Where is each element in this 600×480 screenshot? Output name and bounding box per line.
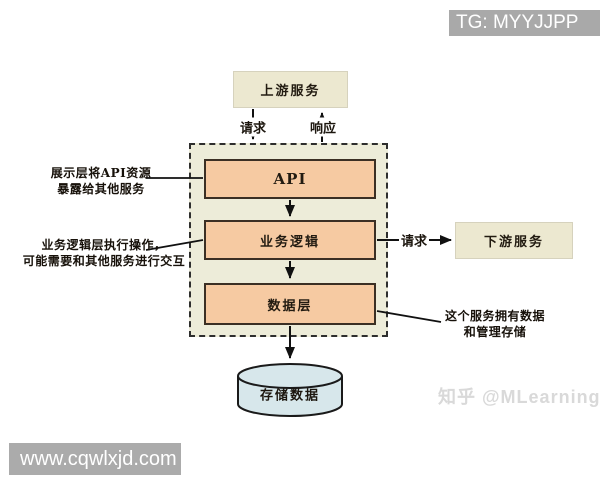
storage-label: 存储数据 <box>259 388 321 404</box>
logic-annotation: 业务逻辑层执行操作， 可能需要和其他服务进行交互 <box>22 238 186 268</box>
data-layer-node: 数据层 <box>204 283 376 325</box>
data-annotation: 这个服务拥有数据 和管理存储 <box>444 309 546 339</box>
downstream-service-label: 下游服务 <box>483 235 544 250</box>
api-layer-node: API <box>204 159 376 199</box>
upstream-service-node: 上游服务 <box>233 71 348 108</box>
zhihu-watermark: 知乎 @MLearning <box>438 387 600 407</box>
upstream-service-label: 上游服务 <box>260 84 321 99</box>
data-layer-label: 数据层 <box>267 298 313 314</box>
request-right-label: 请求 <box>398 230 430 250</box>
tg-watermark-badge: TG: MYYJJPP <box>449 10 600 36</box>
api-annotation: 展示层将API资源 暴露给其他服务 <box>50 166 152 196</box>
request-down-label: 请求 <box>237 117 269 137</box>
site-watermark-badge: www.cqwlxjd.com <box>9 443 181 475</box>
downstream-service-node: 下游服务 <box>455 222 573 259</box>
business-logic-label: 业务逻辑 <box>259 234 320 250</box>
business-logic-node: 业务逻辑 <box>204 220 376 260</box>
api-layer-label: API <box>273 170 307 188</box>
response-up-label: 响应 <box>307 117 339 137</box>
